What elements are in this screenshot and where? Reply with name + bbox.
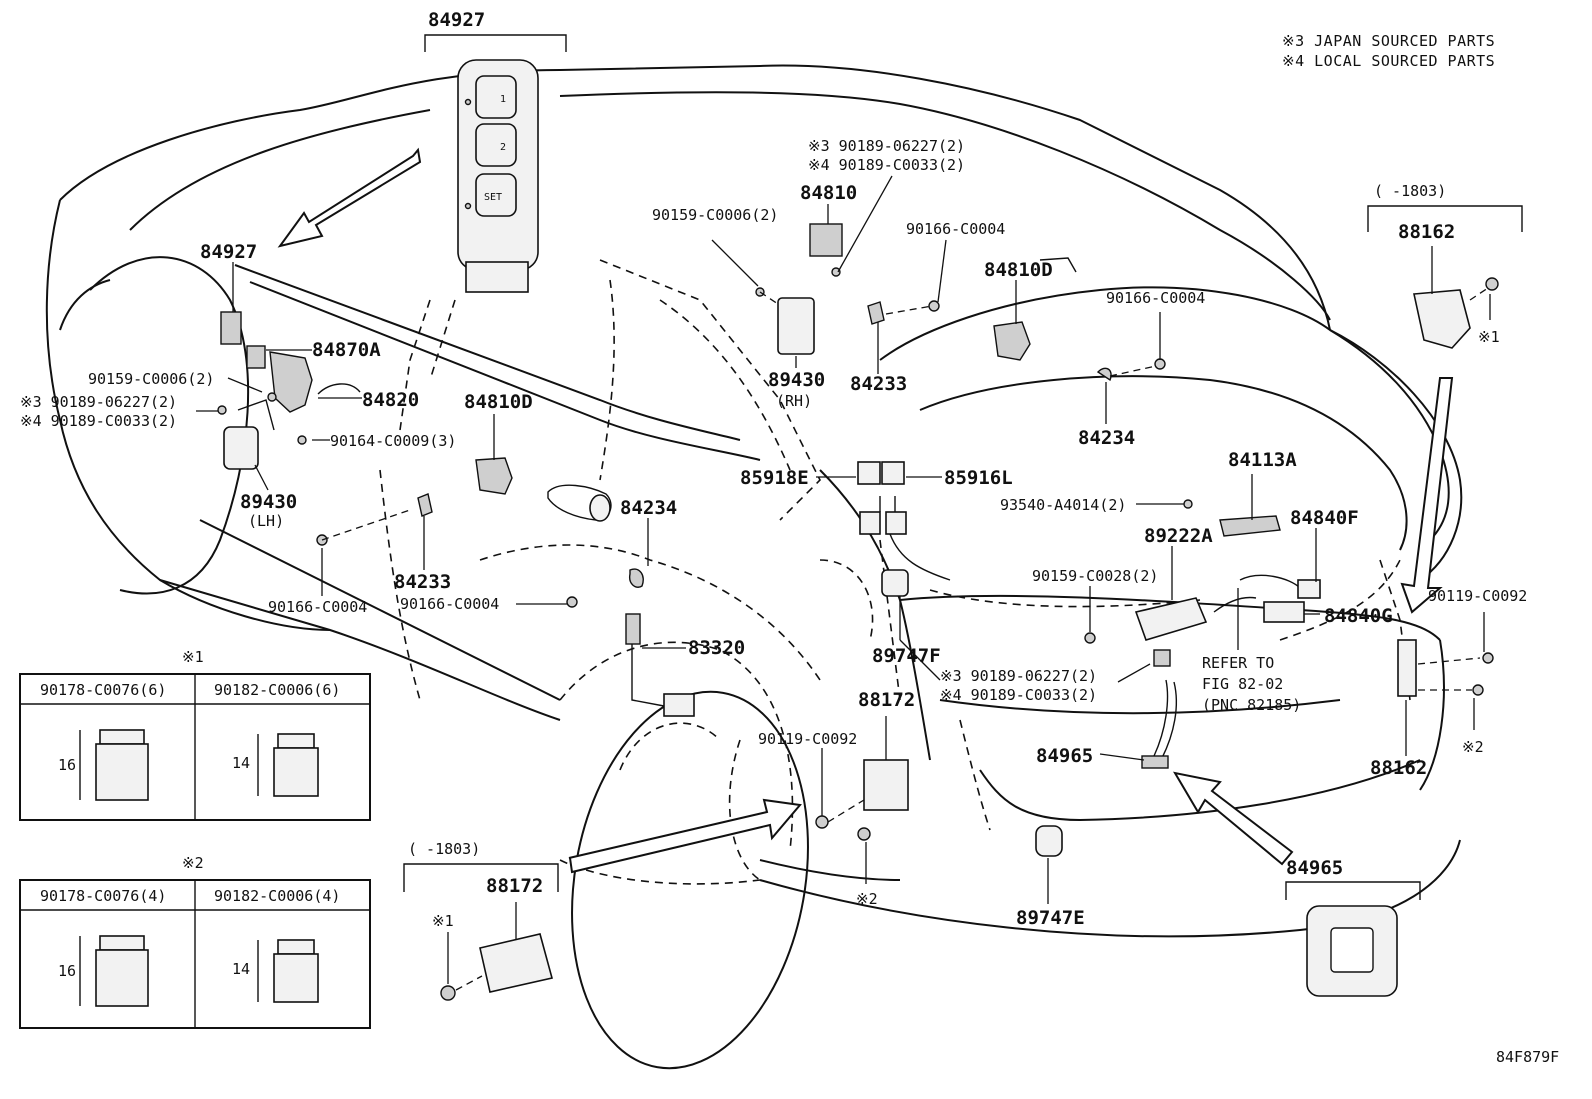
label-84234-a: 84234 (620, 497, 677, 519)
label-x1-box: ※1 (432, 912, 454, 930)
label-refer-1: REFER TO (1202, 654, 1274, 672)
label-note3-c: ※3 90189-06227(2) (940, 667, 1097, 685)
label-range-bottom: ( -1803) (408, 840, 480, 858)
label-89430-lh: 89430 (240, 491, 297, 513)
label-84810: 84810 (800, 182, 857, 204)
table-2-dim-1: 16 (58, 962, 76, 980)
label-84840g: 84840G (1324, 605, 1393, 627)
table-2-title: ※2 (182, 854, 204, 872)
label-x1-right: ※1 (1478, 328, 1500, 346)
label-refer-3: (PNC 82185) (1202, 696, 1301, 714)
callout-arrow-left (277, 147, 422, 248)
label-84927-top: 84927 (428, 9, 485, 31)
table-1-col-1: 90178-C0076(6) (40, 681, 166, 699)
table-1-col-2: 90182-C0006(6) (214, 681, 340, 699)
label-89747e: 89747E (1016, 907, 1085, 929)
label-84840f: 84840F (1290, 507, 1359, 529)
label-note3-a: ※3 90189-06227(2) (20, 393, 177, 411)
table-2-col-2: 90182-C0006(4) (214, 887, 340, 905)
label-90166-c0004-b: 90166-C0004 (400, 595, 499, 613)
label-84965-a: 84965 (1036, 745, 1093, 767)
label-rh: (RH) (776, 392, 812, 410)
label-range-top: ( -1803) (1374, 182, 1446, 200)
figure-id: 84F879F (1496, 1048, 1559, 1066)
label-90166-c0004-a: 90166-C0004 (268, 598, 367, 616)
switch-label-2: 2 (500, 142, 506, 153)
label-84927-side: 84927 (200, 241, 257, 263)
label-90119-c0092-a: 90119-C0092 (758, 730, 857, 748)
label-note4-b: ※4 90189-C0033(2) (808, 156, 965, 174)
fastener-table-2: ※2 90178-C0076(4) 90182-C0006(4) 16 14 (19, 854, 371, 1029)
fastener-table-1: ※1 90178-C0076(6) 90182-C0006(6) 16 14 (19, 648, 371, 821)
label-lh: (LH) (248, 512, 284, 530)
label-88172: 88172 (858, 689, 915, 711)
label-note4-c: ※4 90189-C0033(2) (940, 686, 1097, 704)
label-84965-box: 84965 (1286, 857, 1343, 879)
label-84234-b: 84234 (1078, 427, 1135, 449)
label-88172-box: 88172 (486, 875, 543, 897)
label-x2-center: ※2 (856, 890, 878, 908)
table-2-col-1: 90178-C0076(4) (40, 887, 166, 905)
seat-memory-switch-detail (424, 34, 567, 293)
label-83320: 83320 (688, 637, 745, 659)
label-84810d-a: 84810D (464, 391, 533, 413)
callout-arrow-right (1400, 377, 1454, 614)
label-93540: 93540-A4014(2) (1000, 496, 1126, 514)
note-local-sourced: ※4 LOCAL SOURCED PARTS (1282, 52, 1495, 70)
label-x2-right: ※2 (1462, 738, 1484, 756)
label-84820: 84820 (362, 389, 419, 411)
label-88162-low: 88162 (1370, 757, 1427, 779)
label-89747f: 89747F (872, 645, 941, 667)
label-90159-c0006-a: 90159-C0006(2) (88, 370, 214, 388)
table-2-dim-2: 14 (232, 960, 250, 978)
table-1-dim-2: 14 (232, 754, 250, 772)
label-90166-c0004-d: 90166-C0004 (1106, 289, 1205, 307)
label-refer-2: FIG 82-02 (1202, 675, 1283, 693)
label-84810d-b: 84810D (984, 259, 1053, 281)
label-90159-c0028: 90159-C0028(2) (1032, 567, 1158, 585)
label-85918e: 85918E (740, 467, 809, 489)
note-japan-sourced: ※3 JAPAN SOURCED PARTS (1282, 32, 1495, 50)
label-90159-c0006-b: 90159-C0006(2) (652, 206, 778, 224)
switch-label-1: 1 (500, 94, 506, 105)
leader-lines (196, 175, 1523, 991)
label-85916l: 85916L (944, 467, 1013, 489)
table-1-title: ※1 (182, 648, 204, 666)
label-note3-b: ※3 90189-06227(2) (808, 137, 965, 155)
label-84233-a: 84233 (394, 571, 451, 593)
label-84233-b: 84233 (850, 373, 907, 395)
label-84113a: 84113A (1228, 449, 1297, 471)
callout-arrow-rear (1173, 771, 1294, 866)
label-89430-rh: 89430 (768, 369, 825, 391)
label-84870a: 84870A (312, 339, 381, 361)
label-89222a: 89222A (1144, 525, 1213, 547)
switch-label-set: SET (484, 192, 502, 203)
table-1-dim-1: 16 (58, 756, 76, 774)
label-88162-top: 88162 (1398, 221, 1455, 243)
label-note4-a: ※4 90189-C0033(2) (20, 412, 177, 430)
label-90164: 90164-C0009(3) (330, 432, 456, 450)
label-90166-c0004-c: 90166-C0004 (906, 220, 1005, 238)
text-labels: 84927 84927 84870A 84820 90159-C0006(2) … (20, 9, 1559, 1066)
callout-arrow-bottom (568, 798, 802, 874)
label-90119-c0092-b: 90119-C0092 (1428, 587, 1527, 605)
